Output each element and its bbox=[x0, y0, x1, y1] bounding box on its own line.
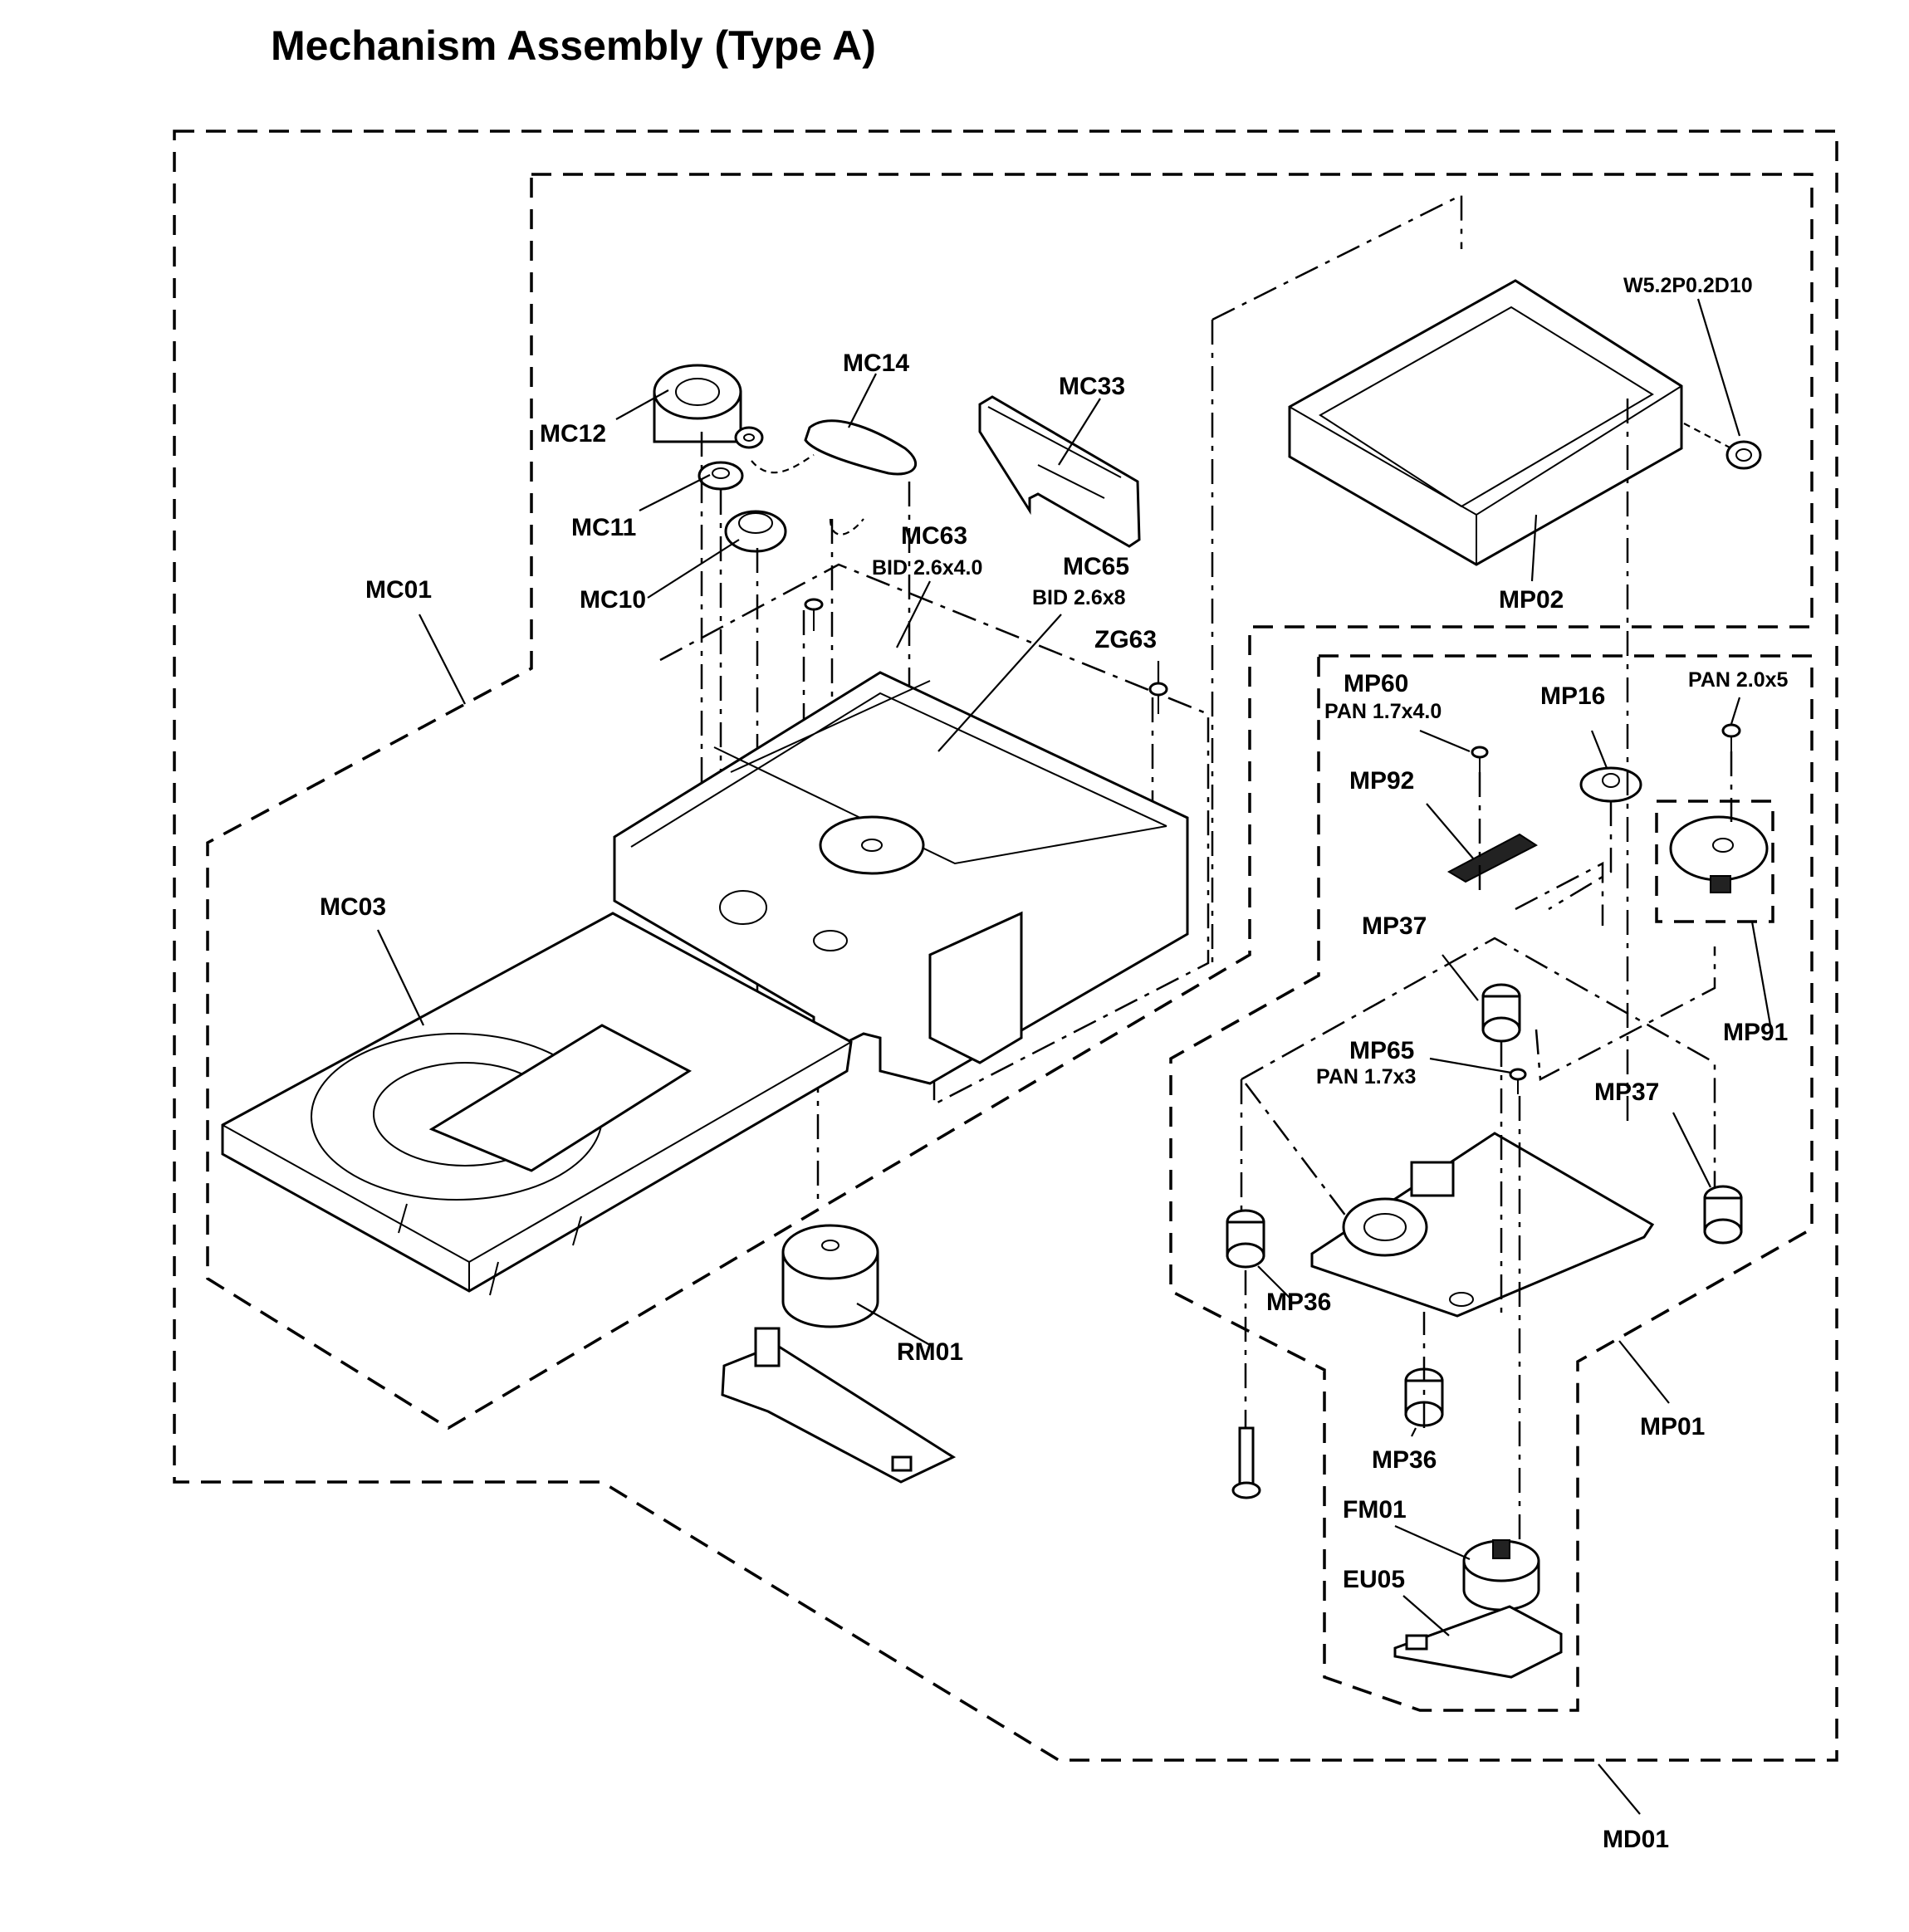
label-mp65: MP65 bbox=[1349, 1037, 1414, 1064]
gear-mc10 bbox=[724, 510, 787, 553]
axis-lines-right bbox=[1422, 399, 1733, 1544]
motor-fm01 bbox=[1462, 1539, 1540, 1612]
screw-mc63 bbox=[804, 598, 824, 631]
screw-pan20 bbox=[1721, 723, 1741, 751]
damper-mp37-a bbox=[1481, 983, 1521, 1043]
label-zg63: ZG63 bbox=[1094, 626, 1157, 653]
label-mp91: MP91 bbox=[1723, 1019, 1788, 1046]
label-mp65-spec: PAN 1.7x3 bbox=[1316, 1065, 1416, 1088]
label-mp02: MP02 bbox=[1499, 586, 1564, 614]
label-mp36-a: MP36 bbox=[1266, 1289, 1331, 1316]
leader-lines bbox=[377, 298, 1772, 1815]
screw-zg63 bbox=[1148, 682, 1168, 714]
label-mp60: MP60 bbox=[1344, 670, 1408, 697]
belt-path bbox=[751, 454, 864, 536]
md01-boundary bbox=[173, 130, 1838, 1762]
label-mc10: MC10 bbox=[580, 586, 646, 614]
label-mc01: MC01 bbox=[365, 576, 432, 604]
part-mp16 bbox=[1579, 766, 1642, 803]
motor-rm01 bbox=[781, 1224, 879, 1328]
pickup-plate bbox=[1310, 1132, 1655, 1318]
label-pan20-spec: PAN 2.0x5 bbox=[1688, 668, 1789, 692]
label-mc65: MC65 bbox=[1063, 553, 1129, 580]
base-frame-outline bbox=[659, 563, 1210, 1107]
frame-mp02 bbox=[1288, 279, 1683, 566]
washer-w52 bbox=[1725, 440, 1762, 470]
belt-mc14 bbox=[804, 419, 917, 476]
pcb-eu05 bbox=[1393, 1605, 1563, 1679]
label-mc63-spec: BID 2.6x4.0 bbox=[872, 556, 982, 580]
damper-mp37-b bbox=[1703, 1185, 1743, 1245]
label-mp16: MP16 bbox=[1540, 682, 1605, 710]
label-mc33: MC33 bbox=[1059, 373, 1125, 400]
label-md01: MD01 bbox=[1603, 1826, 1669, 1853]
gear-mc12 bbox=[653, 364, 742, 443]
label-w52-spec: W5.2P0.2D10 bbox=[1623, 274, 1753, 297]
label-mc12: MC12 bbox=[540, 420, 606, 448]
diagram-title: Mechanism Assembly (Type A) bbox=[271, 22, 876, 69]
upper-frame-outline bbox=[1211, 193, 1463, 963]
label-mp36-b: MP36 bbox=[1372, 1446, 1437, 1474]
mc01-boundary bbox=[206, 173, 1814, 1431]
gear-mc11 bbox=[698, 461, 744, 491]
label-eu05: EU05 bbox=[1343, 1566, 1405, 1593]
bracket-mc33 bbox=[978, 395, 1141, 548]
mp91-boundary bbox=[1655, 800, 1774, 923]
gear-mp91 bbox=[1669, 815, 1769, 893]
screw-mp60 bbox=[1471, 746, 1489, 772]
tray-mc03 bbox=[221, 912, 853, 1296]
label-mp37-a: MP37 bbox=[1362, 912, 1427, 940]
label-mp92: MP92 bbox=[1349, 767, 1414, 795]
label-mc14: MC14 bbox=[843, 350, 909, 377]
screw-mp65 bbox=[1509, 1068, 1527, 1094]
long-screw bbox=[1231, 1426, 1261, 1499]
label-mp37-b: MP37 bbox=[1594, 1078, 1659, 1106]
label-mp01: MP01 bbox=[1640, 1413, 1705, 1440]
label-mp60-spec: PAN 1.7x4.0 bbox=[1324, 700, 1442, 723]
label-rm01: RM01 bbox=[897, 1338, 963, 1366]
washer-axis bbox=[1683, 423, 1732, 449]
part-mp92 bbox=[1446, 833, 1538, 883]
label-mc65-spec: BID 2.6x8 bbox=[1032, 586, 1126, 609]
damper-mp36-a bbox=[1226, 1209, 1265, 1269]
label-fm01: FM01 bbox=[1343, 1496, 1407, 1524]
washer-small bbox=[734, 426, 764, 449]
label-mc63: MC63 bbox=[901, 522, 967, 550]
label-mc11: MC11 bbox=[571, 514, 636, 541]
bracket-mc33-detail bbox=[987, 406, 1122, 499]
label-mc03: MC03 bbox=[320, 893, 386, 921]
chassis bbox=[613, 671, 1189, 1085]
mp01-boundary bbox=[1169, 654, 1814, 1712]
loading-pcb bbox=[721, 1327, 957, 1484]
